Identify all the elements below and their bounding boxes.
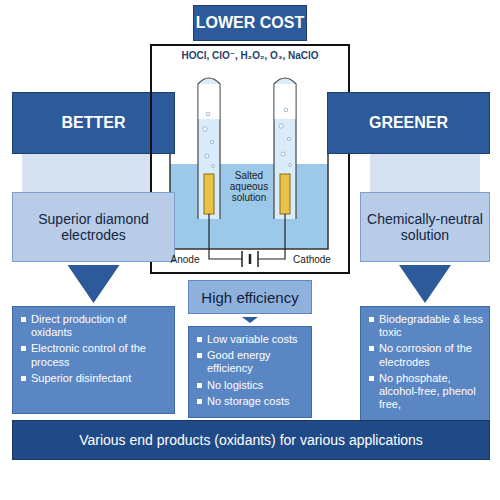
bullet-item: No phosphate, alcohol-free, phenol free, <box>369 372 483 412</box>
feature-box: Superior diamond electrodes <box>12 192 175 262</box>
connector-band <box>22 154 165 192</box>
bullet-item: Superior disinfectant <box>21 372 131 385</box>
test-tube <box>198 78 220 219</box>
bullet-list: Direct production of oxidantsElectronic … <box>12 306 175 414</box>
bullet-list: Biodegradable & less toxic No corrosion o… <box>360 306 490 421</box>
part-label: Cathode <box>284 254 340 265</box>
bullet-item: No storage costs <box>197 395 290 408</box>
node-text: LOWER COST <box>196 14 304 32</box>
bullet-list: Low variable costsGood energy efficiency… <box>188 326 312 418</box>
feature-box: Chemically-neutral solution <box>360 192 490 262</box>
bubbles <box>203 108 292 167</box>
node-text: High efficiency <box>201 289 298 306</box>
wire <box>209 214 285 259</box>
part-label: Salted aqueous solution <box>226 170 272 203</box>
bullet-item: Biodegradable & less toxic <box>369 313 483 339</box>
battery-symbol <box>241 251 243 267</box>
connector-band <box>370 154 480 192</box>
arrow-head <box>68 265 120 303</box>
bullet-item: Electronic control of the process <box>21 342 168 368</box>
water <box>170 164 328 249</box>
bullet-item: Low variable costs <box>197 333 298 346</box>
node-text: Superior diamond electrodes <box>17 211 170 243</box>
arrow-head <box>399 265 451 303</box>
test-tube <box>274 78 296 219</box>
bullet-item: Good energy efficiency <box>197 349 305 375</box>
illustration-frame: HOCl, ClO⁻, H₂O₂, O₃, NaClO <box>150 44 350 274</box>
title-box: GREENER <box>327 92 490 154</box>
node-text: HOCl, ClO⁻, H₂O₂, O₃, NaClO <box>181 50 318 61</box>
bullet-item: No corrosion of the electrodes <box>369 342 483 368</box>
battery-symbol <box>257 251 259 267</box>
bullet-item: Direct production of oxidants <box>21 313 168 339</box>
bullet-item: No logistics <box>197 379 263 392</box>
feature-box: High efficiency <box>188 280 312 314</box>
part-label: Anode <box>160 254 210 265</box>
electrode <box>280 174 290 214</box>
beaker <box>170 139 328 249</box>
title-box: LOWER COST <box>193 5 307 41</box>
node-text: GREENER <box>369 114 448 132</box>
node-text: BETTER <box>62 114 126 132</box>
electrolysis-cell <box>150 44 350 274</box>
electrode <box>204 174 214 214</box>
node-text: Various end products (oxidants) for vari… <box>79 432 423 448</box>
footer-band: Various end products (oxidants) for vari… <box>12 420 490 460</box>
battery-symbol <box>249 254 252 264</box>
arrow-head <box>242 317 258 323</box>
node-text: Chemically-neutral solution <box>365 211 485 243</box>
